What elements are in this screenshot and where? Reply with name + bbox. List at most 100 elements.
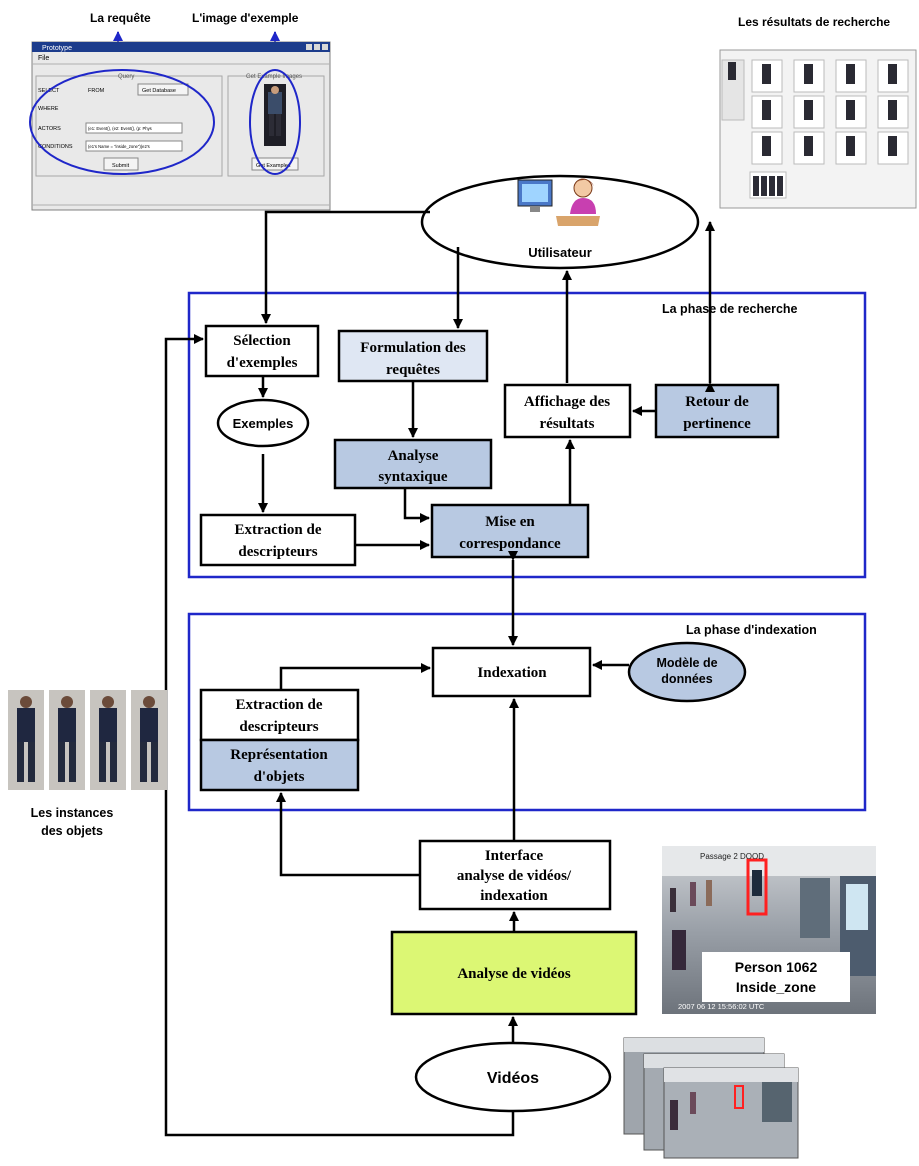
- object-instances-images: [8, 690, 167, 790]
- detection-box: [746, 858, 768, 916]
- modele-label-1: Modèle de: [656, 656, 717, 670]
- example-highlight: [249, 69, 301, 175]
- from-label: FROM: [88, 88, 105, 94]
- extraction-search-node: [199, 513, 357, 567]
- connectors: [164, 210, 715, 1137]
- selection-label-1: Sélection: [233, 333, 291, 349]
- analyse-syntaxique-label-1: Analyse: [388, 448, 439, 464]
- person-label-2: Inside_zone: [736, 979, 816, 995]
- result-figure: [846, 136, 855, 156]
- mise-label-1: Mise en: [485, 514, 535, 530]
- user-label: Utilisateur: [528, 245, 592, 260]
- formulation-node: [337, 329, 489, 383]
- search-results-thumbnail: [719, 49, 917, 209]
- conditions-field[interactable]: [85, 140, 183, 152]
- submit-button[interactable]: [103, 157, 139, 171]
- examples-group-label: Get Example Images: [246, 74, 302, 80]
- result-figure: [846, 100, 855, 120]
- retour-label-2: pertinence: [683, 416, 751, 432]
- object-instance-head: [20, 696, 32, 708]
- videos-label: Vidéos: [487, 1070, 539, 1087]
- object-instance-leg: [17, 742, 24, 782]
- object-instance-head: [102, 696, 114, 708]
- indexation-node: [431, 646, 592, 698]
- arrow-analyse-mise: [403, 488, 430, 523]
- result-figure: [888, 64, 897, 84]
- video-frame-image: Person 1062 Inside_zone Passage 2 DOOD 2…: [662, 846, 876, 1014]
- result-figure: [804, 100, 813, 120]
- actors-label: ACTORS: [38, 126, 61, 132]
- modele-label-2: données: [661, 672, 712, 686]
- affichage-label-1: Affichage des: [524, 394, 610, 410]
- caption-example-image: L'image d'exemple: [192, 11, 299, 25]
- interface-label-2: analyse de vidéos/: [457, 868, 572, 884]
- affichage-node: [503, 383, 632, 439]
- result-figure: [762, 100, 771, 120]
- interface-label-3: indexation: [480, 888, 548, 904]
- person-label-1: Person 1062: [735, 959, 818, 975]
- extraction-search-label-1: Extraction de: [234, 522, 321, 538]
- representation-node: [199, 738, 360, 792]
- object-instance-head: [143, 696, 155, 708]
- extraction-index-label-1: Extraction de: [235, 697, 322, 713]
- modele-node: [627, 641, 747, 703]
- object-instance-leg: [140, 742, 147, 782]
- user-icon: [517, 178, 600, 226]
- analyse-syntaxique-label-2: syntaxique: [378, 469, 448, 485]
- analyse-syntaxique-node: [333, 438, 493, 490]
- submit-label: Submit: [112, 163, 130, 169]
- prototype-window: Prototype File Query Get Example Images …: [31, 41, 331, 211]
- where-label: WHERE: [38, 106, 59, 112]
- extraction-index-label-2: descripteurs: [239, 719, 318, 735]
- selection-label-2: d'exemples: [227, 355, 298, 371]
- result-figure: [804, 136, 813, 156]
- analyse-videos-label: Analyse de vidéos: [457, 966, 571, 982]
- result-figure: [888, 100, 897, 120]
- retour-node: [654, 383, 780, 439]
- caption-search-results: Les résultats de recherche: [738, 15, 890, 29]
- instances-caption-2: des objets: [41, 824, 103, 838]
- object-instance-leg: [69, 742, 76, 782]
- exemples-label: Exemples: [233, 416, 294, 431]
- search-phase-label: La phase de recherche: [662, 302, 798, 316]
- examples-group: [227, 75, 325, 177]
- maximize-icon[interactable]: [314, 44, 320, 50]
- video-header-text: Passage 2 DOOD: [700, 852, 764, 861]
- result-figure: [888, 136, 897, 156]
- indexing-phase-frame: [187, 612, 867, 812]
- affichage-label-2: résultats: [540, 416, 595, 432]
- object-instance-body: [140, 708, 158, 742]
- mise-label-2: correspondance: [459, 536, 561, 552]
- caption-query: La requête: [90, 11, 151, 25]
- search-phase-frame: [187, 291, 867, 579]
- get-database-label: Get Database: [142, 88, 176, 94]
- actors-field[interactable]: [85, 122, 183, 134]
- arrow-extraction-indexation: [279, 663, 431, 690]
- retour-label-1: Retour de: [685, 394, 749, 410]
- exemples-node: [216, 398, 310, 448]
- indexation-label: Indexation: [477, 665, 547, 681]
- result-figure: [846, 64, 855, 84]
- video-stack-image: [623, 1037, 799, 1159]
- object-instance-head: [61, 696, 73, 708]
- video-timestamp: 2007 06 12 15:56:02 UTC: [678, 1002, 765, 1011]
- actors-value: (e1: Event(), (e2: Event(), (p: Phys: [88, 126, 152, 131]
- object-instance-leg: [28, 742, 35, 782]
- result-figure: [762, 136, 771, 156]
- result-figure: [804, 64, 813, 84]
- query-group-label: Query: [118, 74, 134, 80]
- get-database-button[interactable]: [137, 83, 189, 96]
- result-figure: [762, 64, 771, 84]
- arrow-interface-representation: [276, 792, 420, 877]
- representation-label-2: d'objets: [254, 769, 305, 785]
- close-icon[interactable]: [322, 44, 328, 50]
- formulation-label-1: Formulation des: [360, 340, 466, 356]
- conditions-label: CONDITIONS: [38, 144, 73, 150]
- object-instance-leg: [151, 742, 158, 782]
- menu-file[interactable]: File: [38, 55, 49, 62]
- get-examples-label: Get Examples: [256, 163, 291, 169]
- query-group: [35, 75, 223, 177]
- analyse-videos-node: [390, 930, 638, 1016]
- minimize-icon[interactable]: [306, 44, 312, 50]
